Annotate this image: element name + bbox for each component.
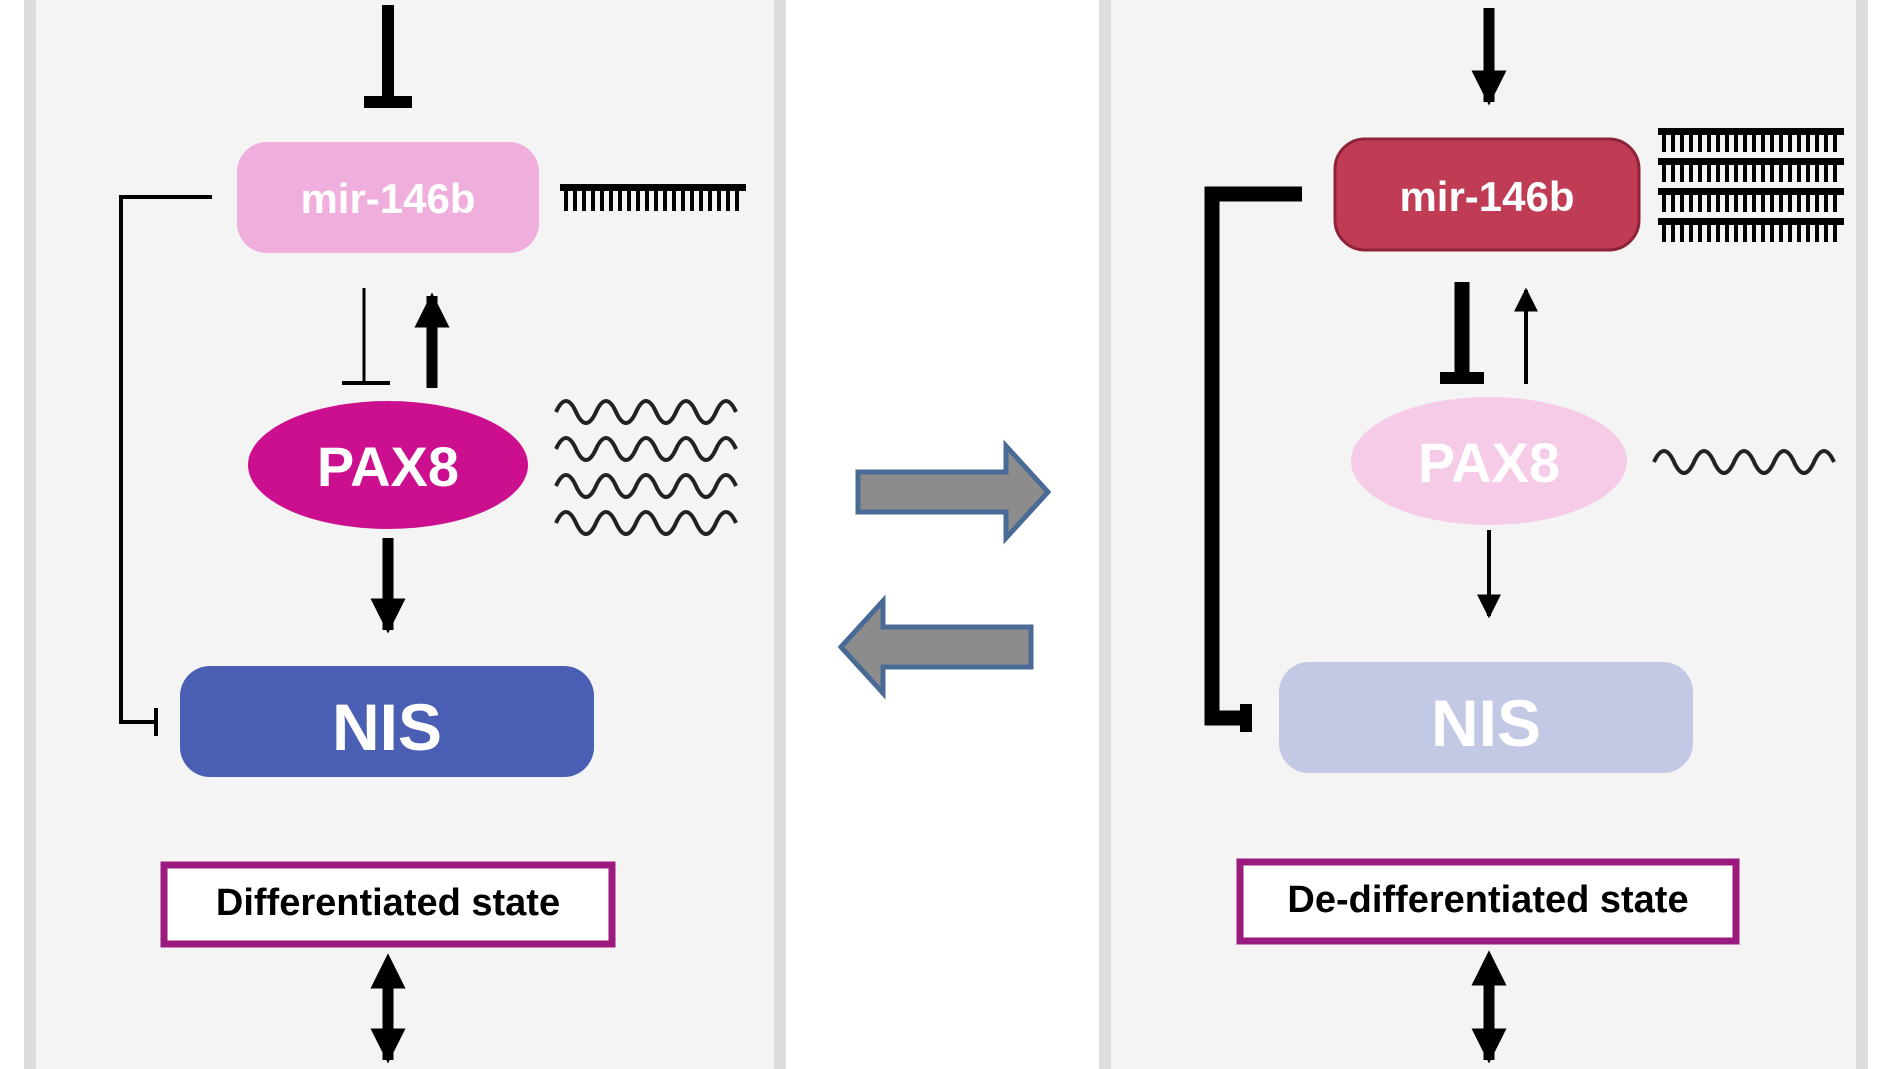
right-pax8-ellipse (1351, 397, 1627, 525)
left-mir-inhibits-nis-loop (119, 195, 212, 736)
left-mir146b-box (237, 142, 539, 253)
forward-transition-arrow (855, 439, 1052, 545)
left-pax8-label: PAX8 (317, 435, 459, 498)
left-mir-inhibits-pax8 (342, 288, 390, 385)
right-mirna-level-icon (1658, 128, 1844, 242)
reverse-transition-arrow (837, 594, 1034, 700)
left-state-box (160, 861, 616, 948)
right-state-box (1236, 858, 1740, 945)
right-mrna-level-icon (1652, 449, 1836, 475)
left-nis-label: NIS (332, 690, 442, 764)
left-mir146b-label: mir-146b (300, 175, 475, 222)
left-state-label: Differentiated state (216, 882, 560, 924)
right-nis-label: NIS (1431, 686, 1541, 760)
left-mrna-level-icon (554, 399, 738, 536)
right-nis-box (1279, 662, 1693, 773)
right-state-label: De-differentiated state (1287, 879, 1688, 921)
right-mir-inhibits-nis-loop (1204, 186, 1302, 732)
right-mir-inhibits-pax8 (1440, 282, 1484, 384)
right-panel: mir-146b PAX8 (1099, 0, 1868, 1069)
right-mir146b-label: mir-146b (1399, 173, 1574, 220)
transition-arrows (837, 439, 1052, 700)
left-pax8-ellipse (248, 401, 528, 529)
left-mirna-level-icon (560, 184, 746, 211)
left-panel: mir-146b PAX8 N (24, 0, 786, 1069)
left-top-inhibition (364, 5, 412, 108)
right-mir146b-box (1333, 137, 1641, 252)
left-nis-box (180, 666, 594, 777)
right-pax8-label: PAX8 (1418, 431, 1560, 494)
